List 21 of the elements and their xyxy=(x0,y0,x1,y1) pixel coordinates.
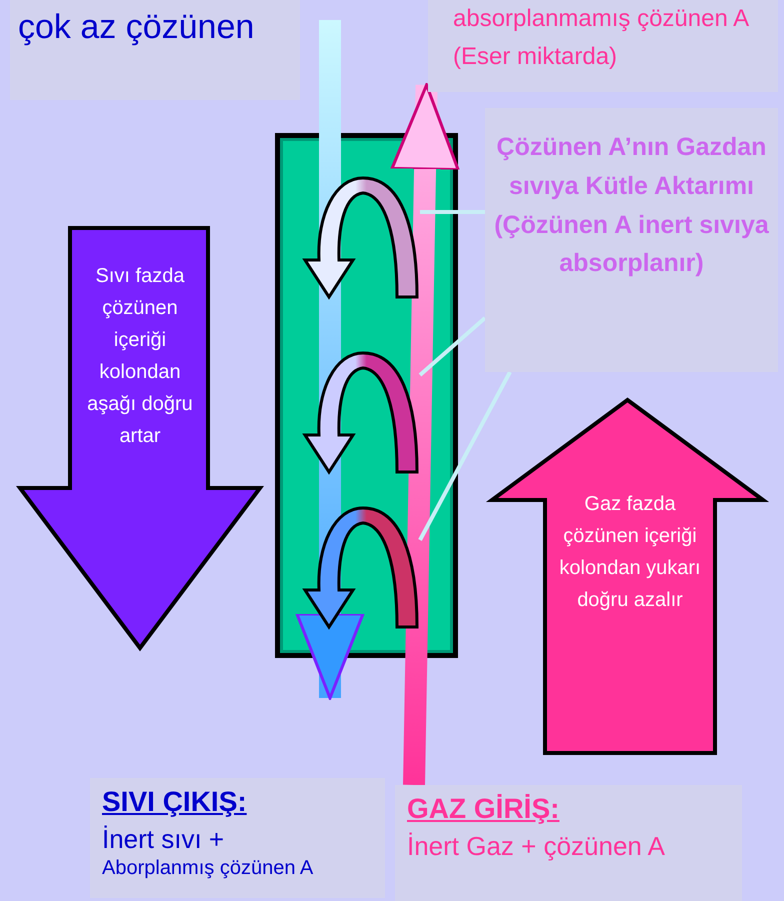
callout-text: Çözünen A’nın Gazdan sıvıya Kütle Aktarımı (Çözünen A inert sıvıya absorplanır) xyxy=(493,132,770,280)
outlet-note: absorplanmamış çözünen A (Eser miktarda) xyxy=(453,4,750,72)
leader-line xyxy=(420,210,485,214)
arrow-text: Sıvı fazda çözünen içeriği kolondan aşağı doğru artar xyxy=(86,264,194,449)
curved-arrow-icon xyxy=(305,175,420,300)
curved-arrow-icon xyxy=(305,505,420,630)
curved-arrow-icon xyxy=(305,350,420,475)
outlet-text: Aborplanmış çözünen A xyxy=(102,856,314,880)
inlet-panel xyxy=(395,785,742,901)
flow-arrow xyxy=(296,20,364,700)
inlet-text: İnert Gaz + çözünen A xyxy=(407,830,666,862)
inlet-note: çok az çözünen xyxy=(18,7,256,48)
down-arrow-shape xyxy=(18,228,262,650)
inlet-heading: GAZ GİRİŞ: xyxy=(407,792,560,826)
leader-line xyxy=(418,316,486,376)
flow-arrow xyxy=(390,83,460,786)
callout-panel xyxy=(485,108,778,372)
leader-line xyxy=(418,371,512,541)
outlet-heading: SIVI ÇIKIŞ: xyxy=(102,785,247,819)
label-panel xyxy=(428,0,778,92)
outlet-text: İnert sıvı + xyxy=(102,823,226,856)
